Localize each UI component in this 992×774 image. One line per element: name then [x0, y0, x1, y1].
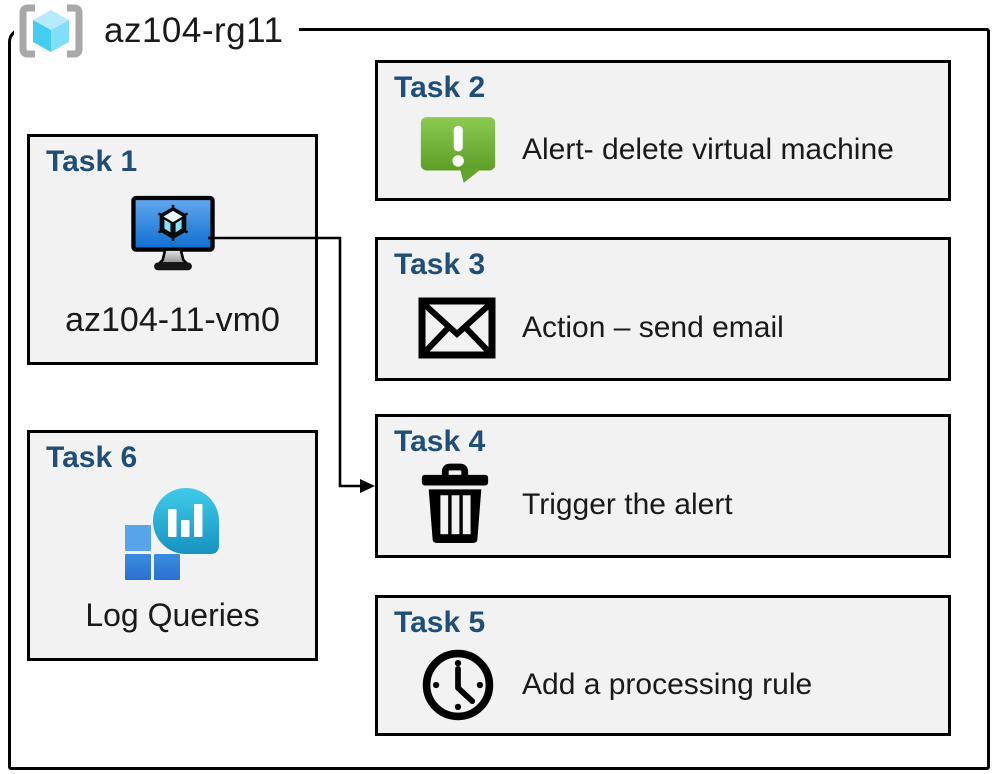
- task1-content: az104-11-vm0: [30, 137, 315, 362]
- resource-group-name: az104-rg11: [104, 11, 284, 50]
- task2-content: Alert- delete virtual machine: [418, 111, 894, 188]
- resource-group-icon: [19, 4, 83, 58]
- task-box-1: Task 1: [27, 134, 318, 365]
- task-box-3: Task 3 Action – send email: [375, 237, 951, 381]
- task5-label: Add a processing rule: [522, 667, 813, 701]
- trash-icon: [421, 463, 489, 543]
- email-envelope-icon: [418, 297, 496, 359]
- task6-label: Log Queries: [85, 597, 260, 633]
- task4-label: Trigger the alert: [522, 488, 733, 521]
- log-queries-icon: [124, 488, 219, 580]
- task2-icon-wrap: [418, 114, 522, 185]
- task4-content: Trigger the alert: [418, 463, 733, 547]
- task5-content: Add a processing rule: [418, 646, 812, 723]
- task3-content: Action – send email: [418, 288, 784, 368]
- task3-icon-wrap: [418, 297, 522, 359]
- task3-label: Action – send email: [522, 311, 784, 344]
- task-box-5: Task 5 Add a processing rule: [375, 595, 951, 736]
- task-box-4: Task 4 Trigger the alert: [375, 414, 951, 558]
- task6-content: Log Queries: [30, 433, 315, 658]
- clock-icon: [422, 649, 494, 720]
- task4-title: Task 4: [394, 425, 486, 458]
- task3-title: Task 3: [394, 248, 486, 281]
- task-box-2: Task 2 Alert- delete virtual machine: [375, 60, 951, 201]
- virtual-machine-icon: [130, 195, 215, 271]
- task2-label: Alert- delete virtual machine: [522, 132, 894, 166]
- alert-icon: [420, 117, 496, 183]
- task5-title: Task 5: [394, 606, 486, 639]
- task1-label: az104-11-vm0: [65, 301, 280, 339]
- task4-icon-wrap: [418, 463, 522, 547]
- task-box-6: Task 6 Log Queries: [27, 430, 318, 661]
- resource-group-header: az104-rg11: [14, 2, 300, 60]
- task1-title: Task 1: [46, 145, 138, 178]
- task6-title: Task 6: [46, 441, 138, 474]
- task2-title: Task 2: [394, 71, 486, 104]
- task5-icon-wrap: [418, 645, 522, 725]
